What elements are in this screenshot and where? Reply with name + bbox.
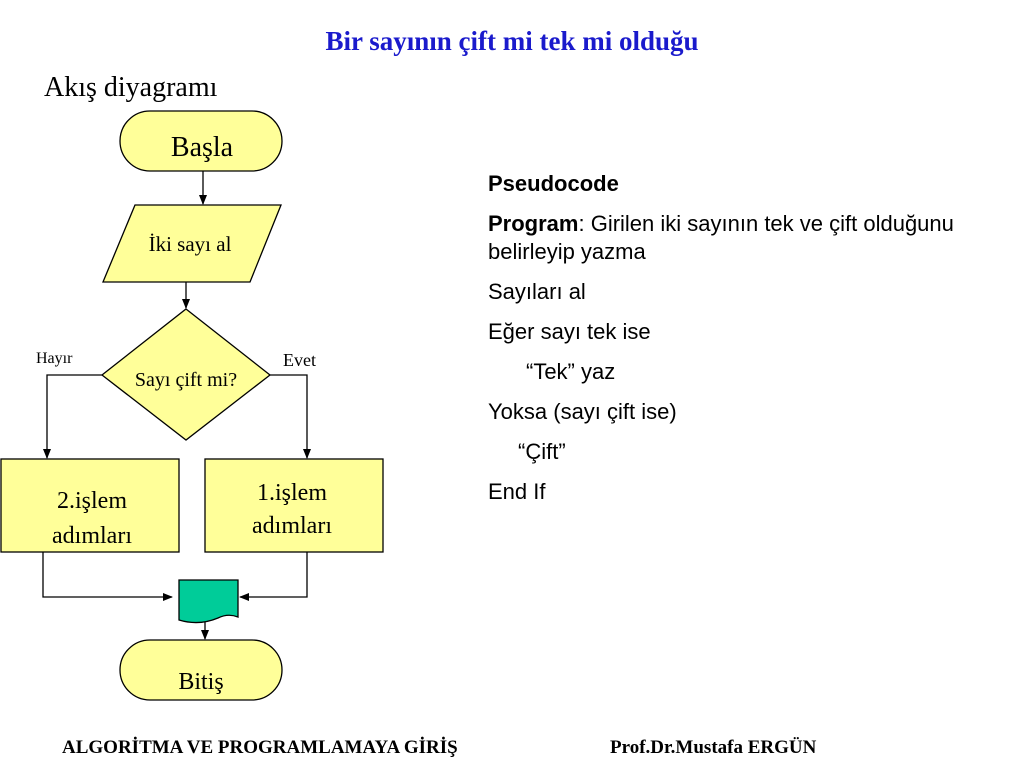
process-left-line1: 2.işlem [57,488,127,514]
pseudocode-line: “Tek” yaz [526,359,616,384]
process-right-line1: 1.işlem [257,480,327,506]
arrow-yes-branch [270,374,311,459]
pseudocode-line: Yoksa (sayı çift ise) [488,399,677,424]
process-box-right [204,458,384,553]
slide-title: Bir sayının çift mi tek mi olduğu [325,26,699,56]
pseudocode-panel: Pseudocode Program: Girilen iki sayının … [488,170,958,518]
process-right-line2: adımları [252,513,332,539]
footer-course-title: ALGORİTMA VE PROGRAMLAMAYA GİRİŞ [62,737,458,758]
yes-branch-label: Evet [283,350,316,370]
input-label: İki sayı al [149,232,232,256]
output-document-icon [178,579,239,624]
process-left-line2: adımları [52,523,132,549]
start-label: Başla [171,132,234,163]
pseudocode-line: Sayıları al [488,279,586,304]
program-label: Program [488,211,579,236]
end-terminal [119,639,283,701]
start-terminal [119,110,283,172]
pseudocode-heading: Pseudocode [488,171,619,196]
program-description: : Girilen iki sayının tek ve çift olduğu… [488,211,954,264]
pseudocode-line: “Çift” [518,439,566,464]
arrow-left-to-output [42,552,173,601]
pseudocode-line: End If [488,479,546,504]
footer-author: Prof.Dr.Mustafa ERGÜN [610,737,817,758]
no-branch-label: Hayır [36,350,73,367]
input-parallelogram [102,204,282,283]
decision-diamond [100,308,272,441]
decision-label: Sayı çift mi? [135,369,237,391]
arrow-right-to-output [239,552,308,601]
slide-subtitle: Akış diyagramı [44,72,218,103]
arrow-no-branch [43,374,102,459]
process-box-left [0,458,180,553]
pseudocode-program: Program: Girilen iki sayının tek ve çift… [488,210,958,266]
pseudocode-line: Eğer sayı tek ise [488,319,651,344]
end-label: Bitiş [178,669,223,695]
